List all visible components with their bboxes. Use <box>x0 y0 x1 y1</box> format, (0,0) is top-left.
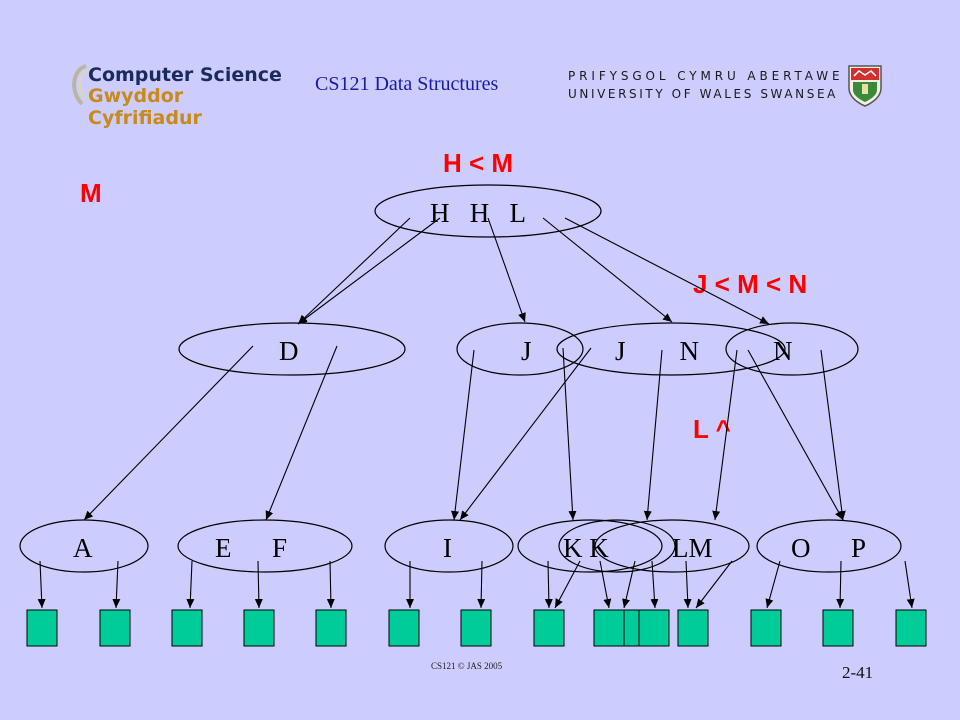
record-box <box>895 609 927 647</box>
edge-jn-kl <box>643 349 663 521</box>
leaf-kl-overlap <box>558 519 676 573</box>
record-box <box>677 609 709 647</box>
edge-d-a <box>83 345 254 521</box>
child-comparison-label: J < M < N <box>693 269 808 299</box>
insert-key-label: M <box>80 178 102 208</box>
edge-leaf-record <box>765 560 781 609</box>
edge-leaf-record <box>254 560 263 609</box>
course-title: CS121 Data Structures <box>315 73 499 95</box>
edge-root-jn <box>542 217 673 323</box>
edge-leaf-record <box>695 560 733 609</box>
root-comparison-label: H < M <box>443 148 514 178</box>
university-name-english: UNIVERSITY OF WALES SWANSEA <box>568 87 838 101</box>
record-box <box>460 609 492 647</box>
node-n-text: N <box>773 336 793 366</box>
node-jn <box>556 322 786 376</box>
leaf-ef <box>177 519 353 573</box>
edge-leaf-record <box>904 560 915 609</box>
edge-root-d-1 <box>297 217 411 325</box>
leaf-kk <box>517 519 663 573</box>
record-box <box>750 609 782 647</box>
leaf-a-text: A <box>73 533 93 563</box>
node-jn-text: J N <box>615 336 699 366</box>
computer-science-logo: Computer Science Gwyddor Cyfrifiadur <box>68 62 293 129</box>
leaf-i-text: I <box>443 533 452 563</box>
edge-leaf-record <box>544 560 553 609</box>
leaf-i <box>384 519 514 573</box>
edge-root-d-2 <box>297 217 441 325</box>
university-name-welsh: PRIFYSGOL CYMRU ABERTAWE <box>568 69 844 83</box>
leaf-marker-label: L ^ <box>693 414 731 444</box>
leaf-lm <box>594 519 750 573</box>
edge-j-kk <box>562 347 577 521</box>
edge-leaf-record <box>186 560 195 609</box>
edge-leaf-record <box>622 560 636 609</box>
root-node <box>374 184 602 238</box>
university-crest-icon <box>848 65 882 107</box>
leaf-op <box>756 519 902 573</box>
edge-jn-i <box>459 347 592 521</box>
leaf-kk-text: K K <box>563 533 609 563</box>
edge-n-op-2 <box>820 349 846 521</box>
record-box <box>315 609 347 647</box>
record-box <box>243 609 275 647</box>
edge-root-n <box>564 217 770 325</box>
edge-leaf-record <box>37 560 46 609</box>
edge-leaf-record <box>112 560 121 609</box>
node-j <box>456 322 584 376</box>
root-keys-text: H H L <box>430 198 526 228</box>
edge-root-j <box>487 217 526 323</box>
logo-swirl-icon <box>72 64 89 106</box>
page-number: 2-41 <box>842 663 874 682</box>
edge-leaf-record <box>836 560 845 609</box>
logo-line-2: Gwyddor Cyfrifiadur <box>88 85 202 129</box>
leaf-op-text: O P <box>791 533 866 563</box>
edge-j-i <box>451 349 475 521</box>
record-box <box>822 609 854 647</box>
edge-leaf-record <box>650 560 659 609</box>
leaf-lm-text: LM <box>672 533 713 563</box>
record-box <box>593 609 625 647</box>
record-box <box>638 609 670 647</box>
logo-line-1: Computer Science <box>88 64 282 86</box>
record-box <box>171 609 203 647</box>
record-box <box>533 609 565 647</box>
edge-n-op-1 <box>747 349 844 521</box>
node-j-text: J <box>521 336 532 366</box>
node-d <box>178 322 406 376</box>
edge-leaf-record <box>554 560 581 609</box>
record-box <box>388 609 420 647</box>
edge-d-ef <box>265 345 338 521</box>
node-n <box>725 322 859 376</box>
edge-leaf-record <box>599 560 612 609</box>
copyright-footer: CS121 © JAS 2005 <box>431 661 503 671</box>
node-d-text: D <box>279 336 299 366</box>
edge-leaf-record <box>683 560 692 609</box>
edge-leaf-record <box>477 560 486 609</box>
record-box <box>26 609 58 647</box>
edge-leaf-record <box>326 560 335 609</box>
edge-jn-lm <box>712 349 738 521</box>
leaf-ef-text: E F <box>215 533 287 563</box>
record-box <box>99 609 131 647</box>
